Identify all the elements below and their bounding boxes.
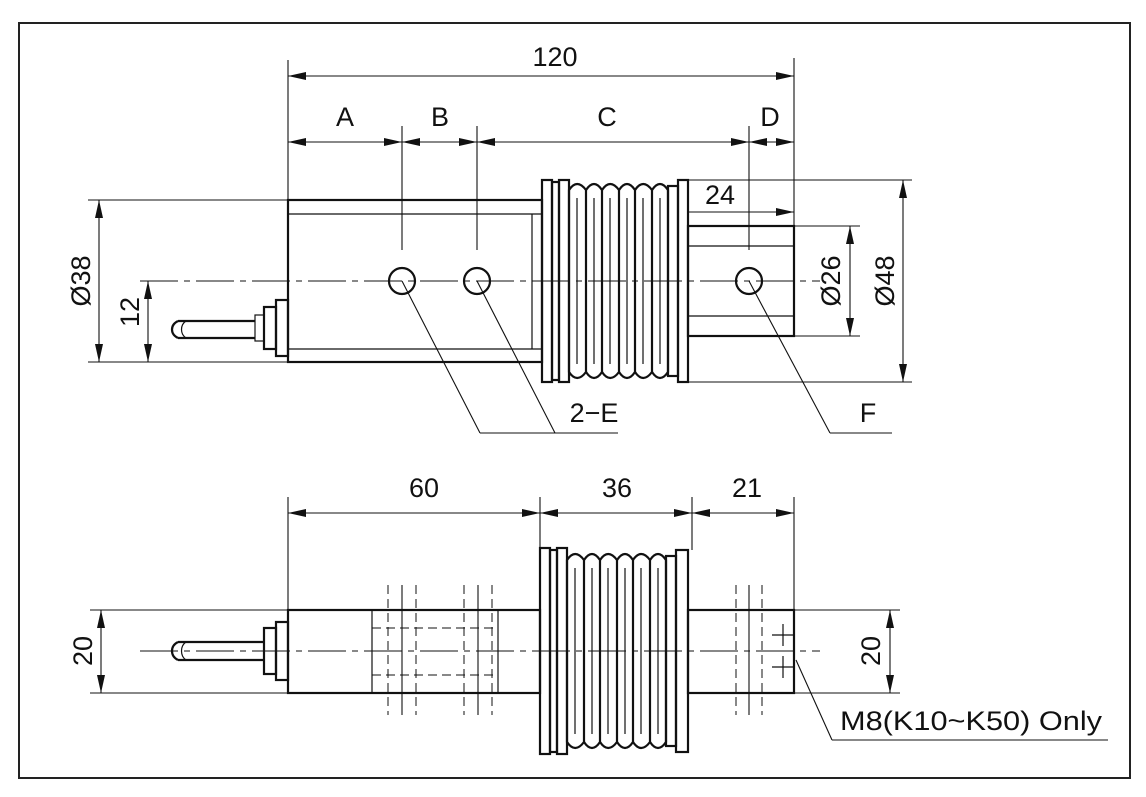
label-height-12: 12 bbox=[115, 297, 145, 327]
label-len-21: 21 bbox=[732, 473, 762, 503]
top-bellows bbox=[540, 178, 690, 384]
label-a: A bbox=[336, 102, 354, 132]
label-len-60: 60 bbox=[409, 473, 439, 503]
top-cable-gland bbox=[170, 298, 290, 358]
drawing-border bbox=[18, 22, 1131, 779]
label-thickness-right: 20 bbox=[856, 636, 886, 666]
top-view: 120 A B C D 24 Ø38 12 Ø26 Ø48 2−E F bbox=[66, 42, 912, 434]
dim-dia-48 bbox=[688, 179, 912, 383]
dim-thickness-left bbox=[90, 609, 288, 694]
dim-height-12 bbox=[140, 281, 288, 363]
label-dia-48: Ø48 bbox=[870, 255, 900, 306]
label-thickness-left: 20 bbox=[68, 636, 98, 666]
dim-chain-60-36-21 bbox=[287, 497, 795, 610]
label-hole-f: F bbox=[860, 398, 877, 428]
label-end-length: 24 bbox=[705, 180, 735, 210]
dim-end-length bbox=[688, 208, 794, 216]
label-len-36: 36 bbox=[602, 473, 632, 503]
leader-thread-note bbox=[795, 659, 1108, 741]
dim-overall-length bbox=[287, 58, 795, 226]
label-dia-26: Ø26 bbox=[816, 255, 846, 306]
label-d: D bbox=[760, 102, 780, 132]
bottom-view: 60 36 21 20 20 M8(K10~K50) Only bbox=[68, 473, 1108, 756]
label-c: C bbox=[597, 102, 617, 132]
label-dia-38: Ø38 bbox=[66, 255, 96, 306]
dim-thickness-right bbox=[794, 609, 900, 694]
dim-chain-abcd bbox=[288, 126, 794, 250]
label-thread-note: M8(K10~K50) Only bbox=[840, 706, 1103, 736]
dim-dia-26 bbox=[794, 225, 860, 337]
leader-holes-e bbox=[401, 280, 618, 434]
label-holes-e: 2−E bbox=[570, 398, 619, 428]
leader-hole-f bbox=[748, 280, 892, 434]
label-overall-length: 120 bbox=[532, 42, 577, 72]
bottom-hidden-holes-e bbox=[372, 585, 498, 715]
bottom-right-block bbox=[686, 585, 796, 715]
label-b: B bbox=[431, 102, 449, 132]
